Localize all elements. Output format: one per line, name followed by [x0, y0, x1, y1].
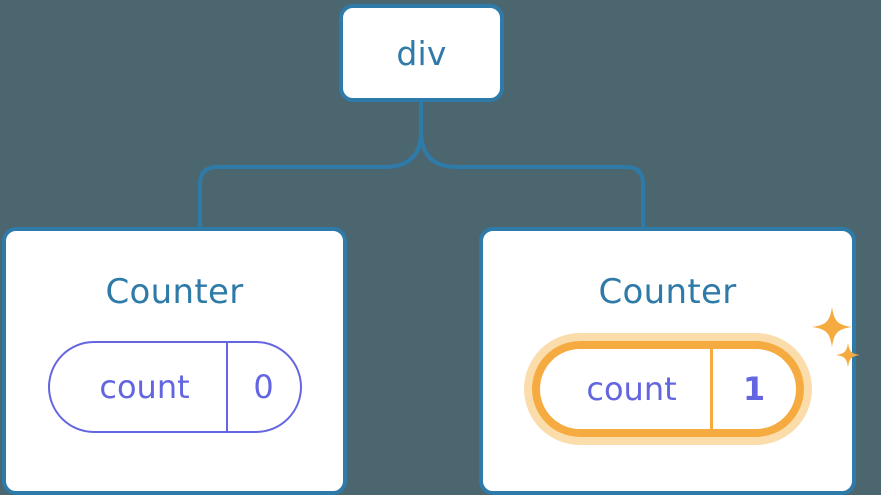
node-counter-right-title: Counter: [598, 272, 737, 312]
state-pill-wrapper-right: count 1: [531, 307, 860, 437]
connector-right: [419, 99, 645, 231]
state-value-left: 0: [225, 343, 300, 431]
node-counter-left[interactable]: Counter count 0: [2, 227, 347, 495]
node-div[interactable]: div: [339, 4, 504, 102]
sparkle-icon: [835, 343, 860, 367]
node-counter-right[interactable]: Counter count 1: [479, 227, 860, 495]
state-pill-right[interactable]: count 1: [531, 341, 804, 437]
state-key-left: count: [99, 368, 190, 406]
node-div-label: div: [396, 33, 447, 73]
connector-left: [198, 99, 423, 231]
state-pill-wrapper-left: count 0: [47, 341, 302, 433]
state-value-right: 1: [709, 349, 796, 429]
node-counter-left-title: Counter: [105, 272, 244, 312]
state-pill-left[interactable]: count 0: [47, 341, 302, 433]
sparkle-icon: [811, 307, 852, 347]
sparkles-group: [804, 303, 872, 389]
state-key-right: count: [586, 370, 677, 408]
